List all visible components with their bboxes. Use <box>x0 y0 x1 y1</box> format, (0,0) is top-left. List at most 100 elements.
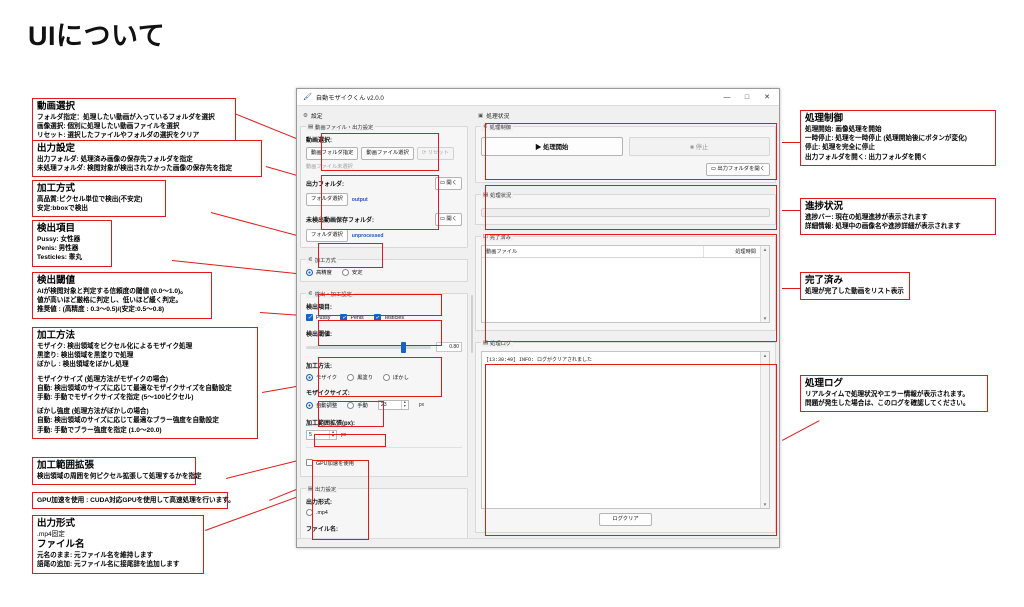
annotation-heading: 動画選択 <box>37 101 76 112</box>
annotation-line: 詳細情報: 処理中の画像名や進捗詳細が表示されます <box>805 223 961 231</box>
log-scrollbar[interactable]: ▲ ▼ <box>760 352 769 508</box>
status-panel: ▣ 処理状況 ⚟ 処理制御 ▶ 処理開始 ■ 停止 ▭ 出力フォルダを開く <box>475 109 776 538</box>
stepper-arrows-icon[interactable]: ▲▼ <box>329 431 336 439</box>
stop-process-button[interactable]: ■ 停止 <box>628 137 770 156</box>
group-caption: ⚟ 加工方式 <box>306 256 338 264</box>
title-bar: 🖌 自動モザイクくん v2.0.0 — □ ✕ <box>297 89 779 106</box>
group-process-mode: ⚟ 加工方式 高精度 安定 <box>300 256 468 282</box>
stepper-arrows-icon[interactable]: ▲▼ <box>400 401 408 409</box>
status-title-label: 処理状況 <box>486 114 510 120</box>
annotation-heading: 出力設定 <box>37 143 76 154</box>
clear-log-button[interactable]: ログクリア <box>599 513 652 526</box>
radio-dot-icon <box>306 509 313 516</box>
annotation-gpu: GPU加速を使用 : CUDA対応GPUを使用して高速処理を行います。 <box>32 492 235 510</box>
annotation-line: AIが検閲対象と判定する信頼度の閾値 (0.0〜1.0)。 <box>37 288 187 295</box>
splitter-grip-icon <box>470 294 473 353</box>
panel-splitter[interactable] <box>468 109 475 538</box>
group-caption: ⚟ 検出・加工設定 <box>306 290 354 298</box>
annotation-line: 出力フォルダを開く: 出力フォルダを開く <box>805 153 928 161</box>
status-bar <box>297 538 779 547</box>
annotation-line: 自動: 検出領域のサイズに応じて最適なブラー強度を自動設定 <box>37 417 219 425</box>
checkbox-penis[interactable]: Penis <box>340 314 364 322</box>
reset-button[interactable]: ⟳ リセット <box>416 147 454 160</box>
expand-stepper[interactable]: 5 ▲▼ <box>306 430 337 440</box>
scroll-down-icon[interactable]: ▼ <box>762 316 768 321</box>
group-caption: ⚟ 処理制御 <box>481 123 513 131</box>
radio-size-manual[interactable]: 手動 <box>347 401 368 409</box>
detect-items-label: 検出項目: <box>306 305 332 311</box>
annotation-heading: 検出閾値 <box>37 275 76 286</box>
group-caption: ▤ 処理ログ <box>481 339 514 347</box>
group-progress: ▤ 処理状況 <box>475 191 776 225</box>
completed-table: 動画ファイル 処理時間 ▲ ▼ <box>481 245 770 323</box>
minimize-button[interactable]: — <box>723 93 731 101</box>
scroll-down-icon[interactable]: ▼ <box>762 502 768 507</box>
unprocessed-folder-label: 未検出動画保存フォルダ: <box>306 218 374 224</box>
close-button[interactable]: ✕ <box>764 94 770 101</box>
maximize-button[interactable]: □ <box>744 93 750 101</box>
start-process-button[interactable]: ▶ 処理開始 <box>481 137 623 156</box>
app-window: 🖌 自動モザイクくん v2.0.0 — □ ✕ ⚙ 設定 ▤ 動画ファイル・出力… <box>296 88 780 548</box>
annotation-output-settings: 出力設定 出力フォルダ: 処理済み画像の保存先フォルダを指定 未処理フォルダ: … <box>32 140 262 178</box>
annotation-expand: 加工範囲拡張 検出領域の周囲を何ピクセル拡張して処理するかを指定 <box>32 457 202 486</box>
unprocessed-folder-path: unprocessed <box>351 232 384 239</box>
annotation-video-select: 動画選択 フォルダ指定：処理したい動画が入っているフォルダを選択 画像選択: 個… <box>32 98 236 145</box>
leader-line <box>782 288 800 290</box>
annotation-line: 値が高いほど厳格に判定し、低いほど緩く判定。 <box>37 297 183 305</box>
radio-dot-icon <box>383 373 390 381</box>
scroll-up-icon[interactable]: ▲ <box>762 247 768 252</box>
log-textarea[interactable]: [13:30:49] INFO: ログがクリアされました ▲ ▼ <box>481 351 770 509</box>
expand-label: 加工範囲拡張(px): <box>306 421 355 427</box>
checkmark-icon <box>373 314 381 322</box>
annotation-line: 進捗バー: 現在の処理進捗が表示されます <box>805 214 928 221</box>
annotation-line: Testicles: 睾丸 <box>37 254 82 262</box>
checkbox-testicles[interactable]: Testicles <box>373 314 404 322</box>
checkbox-pussy[interactable]: Pussy <box>306 314 330 322</box>
radio-mode-high-quality[interactable]: 高精度 <box>306 268 332 276</box>
annotation-line: 語尾の追加: 元ファイル名に接尾辞を追加します <box>37 561 180 569</box>
threshold-slider[interactable]: 0.80 <box>306 341 462 353</box>
open-output-folder-button-right[interactable]: ▭ 出力フォルダを開く <box>705 163 770 176</box>
app-icon: 🖌 <box>303 94 312 101</box>
annotation-done: 完了済み 処理が完了した動画をリスト表示 <box>800 272 910 301</box>
annotation-detect-items: 検出項目 Pussy: 女性器 Penis: 男性器 Testicles: 睾丸 <box>32 220 112 267</box>
progress-icon: ▤ <box>483 192 489 198</box>
annotation-threshold: 検出閾値 AIが検閲対象と判定する信頼度の閾値 (0.0〜1.0)。 値が高いほ… <box>32 272 212 319</box>
annotation-heading: 加工方法 <box>37 330 76 341</box>
open-unprocessed-folder-button[interactable]: ▭ 開く <box>434 213 462 226</box>
select-video-file-button[interactable]: 動画ファイル選択 <box>361 147 414 160</box>
group-process-control: ⚟ 処理制御 ▶ 処理開始 ■ 停止 ▭ 出力フォルダを開く <box>475 123 776 183</box>
group-caption: ▤ 出力設定 <box>306 485 339 493</box>
settings-panel: ⚙ 設定 ▤ 動画ファイル・出力設定 動画選択: 動画フォルダ指定 動画ファイル… <box>300 109 468 538</box>
radio-format-mp4[interactable]: .mp4 <box>306 509 328 516</box>
settings-title-label: 設定 <box>310 114 323 120</box>
group-caption: ▤ 動画ファイル・出力設定 <box>306 123 376 131</box>
annotation-line: モザイク: 検出領域をピクセル化によるモザイク処理 <box>37 343 193 350</box>
expand-value[interactable]: 5 <box>309 432 312 438</box>
log-line: [13:30:49] INFO: ログがクリアされました <box>486 357 593 363</box>
radio-dot-icon <box>347 373 355 381</box>
radio-method-mosaic[interactable]: モザイク <box>306 373 337 381</box>
radio-mode-stable[interactable]: 安定 <box>341 268 363 276</box>
annotation-process-mode: 加工方式 高品質:ピクセル単位で検出(不安定) 安定:bboxで検出 <box>32 180 166 218</box>
pick-output-folder-button[interactable]: フォルダ選択 <box>306 193 348 206</box>
radio-size-auto[interactable]: 自動調整 <box>306 401 337 409</box>
mosaic-size-stepper[interactable]: 23 ▲▼ <box>377 400 409 410</box>
annotation-line: 自動: 検出領域のサイズに応じて最適なモザイクサイズを自動設定 <box>37 384 232 392</box>
select-video-folder-button[interactable]: 動画フォルダ指定 <box>306 147 359 160</box>
open-output-folder-button[interactable]: ▭ 開く <box>434 177 462 190</box>
radio-method-blur[interactable]: ぼかし <box>383 373 409 381</box>
annotation-heading: 処理制御 <box>805 113 844 124</box>
mosaic-size-value[interactable]: 23 <box>380 402 387 408</box>
radio-method-blackout[interactable]: 黒塗り <box>347 373 373 381</box>
table-scrollbar[interactable]: ▲ ▼ <box>760 246 769 322</box>
slider-knob[interactable] <box>401 341 406 353</box>
radio-dot-icon <box>306 373 313 381</box>
checkmark-icon <box>306 314 313 322</box>
table-header: 動画ファイル 処理時間 <box>482 246 760 258</box>
scroll-up-icon[interactable]: ▲ <box>762 353 768 358</box>
annotation-output-format: 出力形式 .mp4固定 ファイル名 元名のまま: 元ファイル名を維持します 語尾… <box>32 515 204 574</box>
pick-unprocessed-folder-button[interactable]: フォルダ選択 <box>306 229 348 242</box>
checkbox-gpu-acceleration[interactable]: GPU加速を使用 <box>306 459 354 467</box>
slider-track[interactable] <box>306 341 431 353</box>
